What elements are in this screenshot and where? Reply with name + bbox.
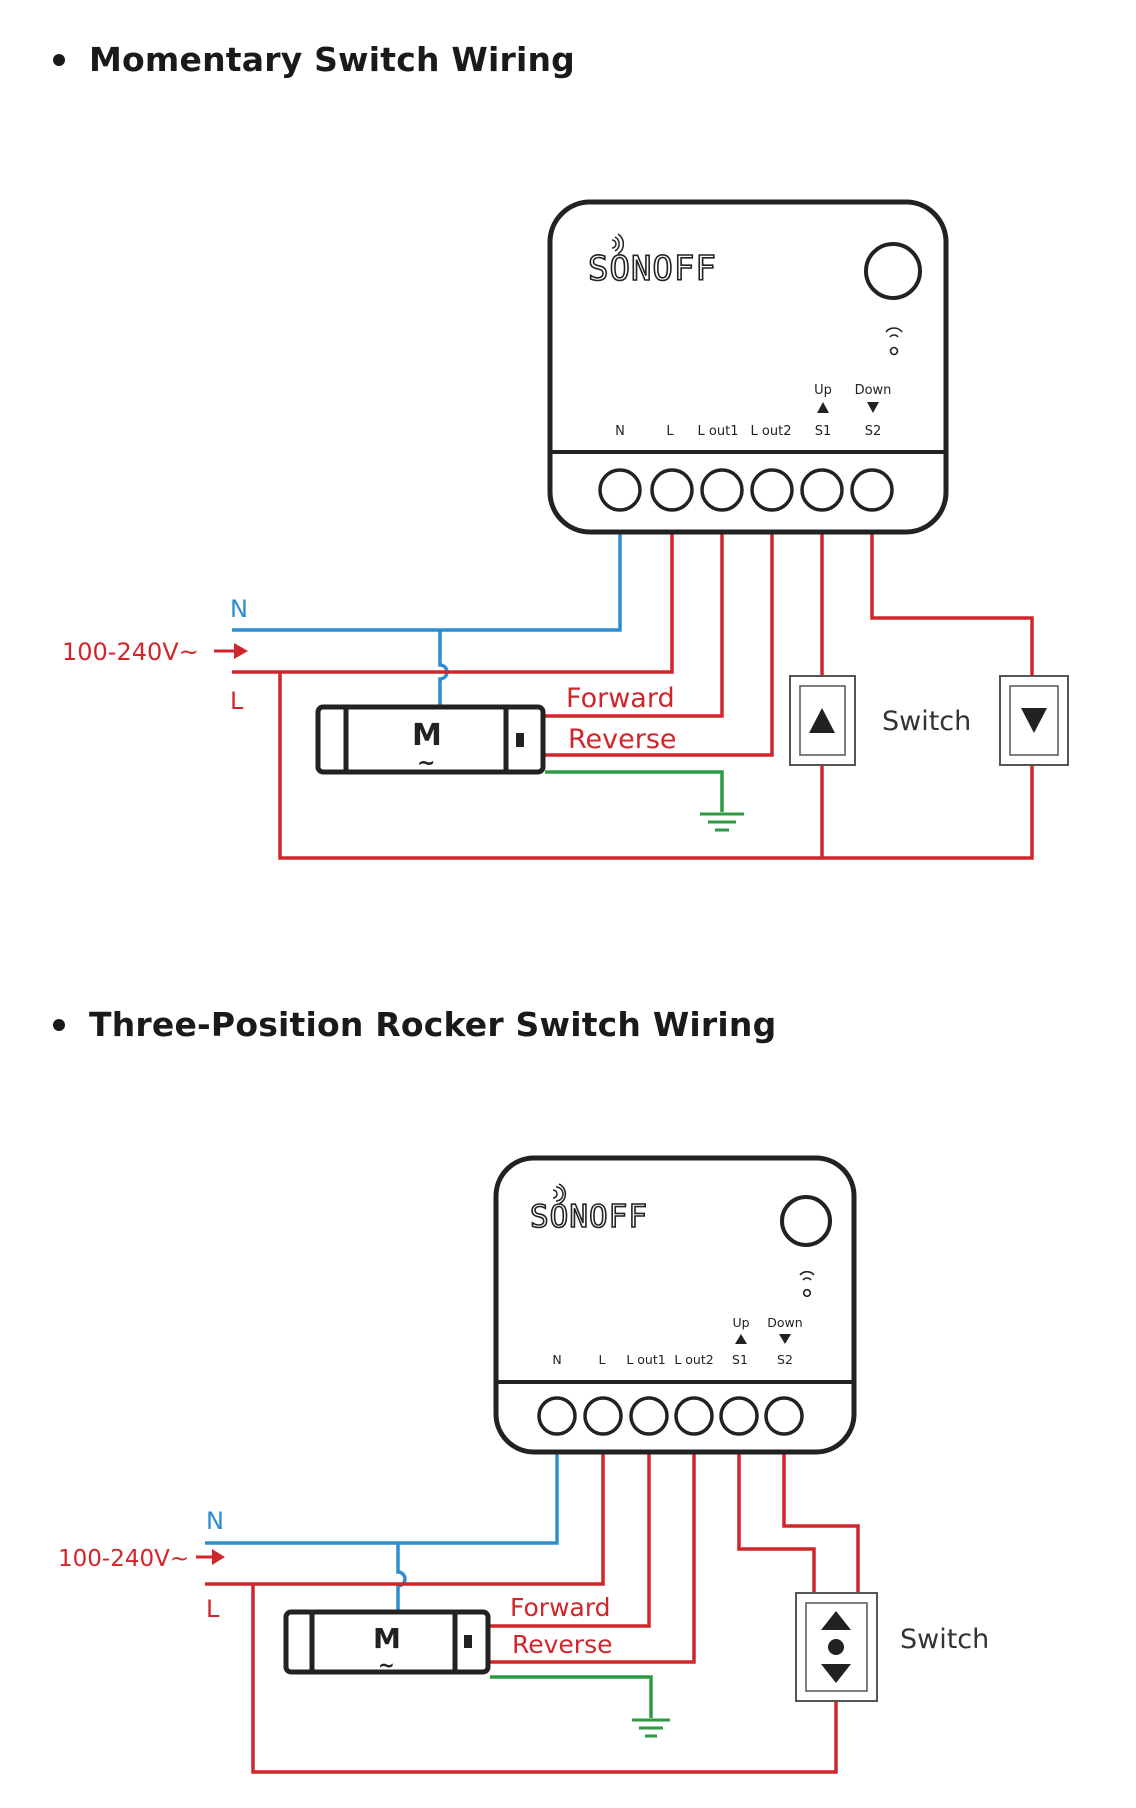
section-2-title: Three-Position Rocker Switch Wiring xyxy=(89,1005,777,1044)
terminal-s1 xyxy=(800,468,844,512)
terminal-lout1 xyxy=(629,1396,669,1436)
forward-wire xyxy=(545,532,724,718)
down-button-switch xyxy=(999,675,1069,766)
wifi-icon xyxy=(885,327,903,356)
center-position-icon xyxy=(828,1639,844,1655)
sonoff-device: SONOFF N L L out1 L out2 S1 S2 U xyxy=(493,1155,857,1455)
terminal-n xyxy=(598,468,642,512)
terminal-lout1 xyxy=(700,468,744,512)
forward-wire xyxy=(490,1452,651,1628)
line-label: L xyxy=(230,687,244,715)
up-arrow-icon xyxy=(735,1334,747,1344)
motor-symbol: M xyxy=(373,1622,401,1655)
pairing-button-icon xyxy=(780,1195,832,1247)
brand-logo: SONOFF xyxy=(529,1183,648,1236)
reverse-label: Reverse xyxy=(512,1630,613,1659)
line-label: L xyxy=(206,1595,220,1623)
terminal-s2 xyxy=(850,468,894,512)
s1-wire xyxy=(737,1452,816,1593)
neutral-wire xyxy=(205,1452,559,1545)
section-2-heading: Three-Position Rocker Switch Wiring xyxy=(0,1005,776,1044)
terminal-lout2 xyxy=(750,468,794,512)
reverse-wire xyxy=(490,1452,696,1664)
down-arrow-icon xyxy=(867,402,879,413)
line-wire xyxy=(205,1452,605,1586)
neutral-wire xyxy=(232,532,622,632)
switch-label: Switch xyxy=(882,706,971,737)
terminal-s2 xyxy=(764,1396,804,1436)
terminal-l xyxy=(650,468,694,512)
line-return-wire xyxy=(251,1584,838,1774)
terminal-label-n: N xyxy=(552,1352,561,1367)
ground-wire xyxy=(490,1675,653,1718)
neutral-label: N xyxy=(206,1507,224,1535)
up-label: Up xyxy=(732,1315,749,1330)
section-1-title: Momentary Switch Wiring xyxy=(89,40,575,79)
ground-wire xyxy=(545,770,724,812)
terminal-s1 xyxy=(719,1396,759,1436)
terminal-label-lout1: L out1 xyxy=(698,424,739,439)
voltage-label: 100-240V~ xyxy=(62,638,199,666)
neutral-to-motor-wire xyxy=(396,1543,407,1610)
line-wire xyxy=(232,532,674,674)
supply-arrow-icon xyxy=(196,1549,225,1565)
terminal-lout2 xyxy=(674,1396,714,1436)
motor-ac-symbol: ~ xyxy=(378,1653,395,1677)
s2-wire xyxy=(870,532,1034,676)
down-arrow-icon xyxy=(1021,708,1047,733)
brand-logo: SONOFF xyxy=(587,233,717,290)
forward-label: Forward xyxy=(510,1593,611,1622)
neutral-to-motor-wire xyxy=(438,630,449,705)
reverse-label: Reverse xyxy=(568,724,677,755)
terminal-label-lout1: L out1 xyxy=(626,1352,665,1367)
terminal-label-n: N xyxy=(615,424,625,439)
down-arrow-icon xyxy=(821,1664,851,1683)
terminal-label-lout2: L out2 xyxy=(674,1352,713,1367)
motor-icon xyxy=(283,1609,491,1675)
up-arrow-icon xyxy=(817,402,829,413)
terminal-label-s1: S1 xyxy=(732,1352,748,1367)
reverse-wire xyxy=(545,532,774,757)
line-return-wire xyxy=(278,672,1034,860)
svg-text:SONOFF: SONOFF xyxy=(588,249,717,289)
bullet-icon xyxy=(53,1018,65,1031)
ground-icon xyxy=(632,1718,670,1738)
voltage-label: 100-240V~ xyxy=(58,1546,189,1572)
s2-wire xyxy=(782,1452,860,1593)
terminal-l xyxy=(583,1396,623,1436)
down-label: Down xyxy=(767,1315,802,1330)
bullet-icon xyxy=(53,53,65,66)
svg-text:SONOFF: SONOFF xyxy=(530,1199,648,1235)
diagram-rocker: N L 100-240V~ M ~ Forward Reverse Switch xyxy=(58,1155,989,1774)
terminal-label-l: L xyxy=(666,424,674,439)
switch-label: Switch xyxy=(900,1624,989,1655)
up-arrow-icon xyxy=(821,1611,851,1630)
terminal-label-l: L xyxy=(599,1352,606,1367)
motor-symbol: M xyxy=(412,718,442,753)
terminal-label-s2: S2 xyxy=(865,424,882,439)
forward-label: Forward xyxy=(566,683,675,714)
down-label: Down xyxy=(855,383,892,398)
rocker-switch xyxy=(795,1592,878,1702)
wifi-icon xyxy=(799,1270,815,1298)
motor-ac-symbol: ~ xyxy=(417,751,435,776)
terminal-label-s2: S2 xyxy=(777,1352,793,1367)
pairing-button-icon xyxy=(864,242,922,300)
terminal-label-s1: S1 xyxy=(815,424,832,439)
terminal-n xyxy=(537,1396,577,1436)
terminal-label-lout2: L out2 xyxy=(751,424,792,439)
motor-icon xyxy=(315,704,546,775)
up-arrow-icon xyxy=(809,708,835,733)
sonoff-device: SONOFF N L L out1 L out2 S1 S2 xyxy=(547,199,949,535)
section-1-heading: Momentary Switch Wiring xyxy=(0,40,575,79)
ground-icon xyxy=(700,812,744,832)
down-arrow-icon xyxy=(779,1334,791,1344)
neutral-label: N xyxy=(230,595,248,623)
up-button-switch xyxy=(789,675,856,766)
supply-arrow-icon xyxy=(214,643,248,659)
diagram-momentary: N L 100-240V~ M ~ Forward Reverse S xyxy=(62,199,1069,860)
up-label: Up xyxy=(814,383,832,398)
